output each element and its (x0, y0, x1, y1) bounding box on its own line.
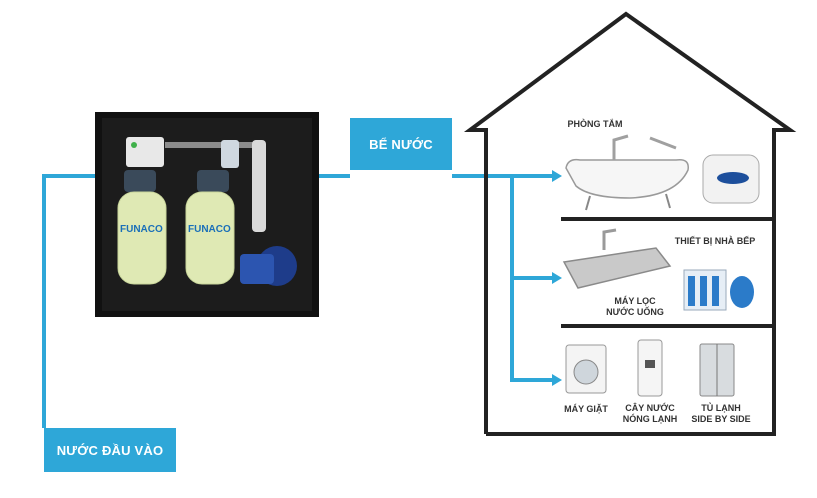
water-pipes (42, 174, 555, 428)
kitchen-fixtures (562, 228, 754, 311)
water-dispenser-tap-icon (645, 360, 655, 368)
sink-faucet-icon (602, 228, 617, 250)
washing-machine-door-icon (573, 359, 599, 385)
water-dispenser-label-line2: NÓNG LẠNH (622, 414, 678, 424)
sink-icon (562, 247, 672, 289)
branch-pipe (510, 176, 555, 382)
brand-logo-right: FUNACO (188, 224, 231, 235)
ro-tank-icon (730, 276, 754, 308)
water-heater-badge-icon (717, 172, 749, 184)
sediment-filter-icon (221, 140, 239, 168)
bathtub-leg-right-icon (665, 193, 671, 209)
water-tank-label: BỂ NƯỚC (350, 118, 452, 170)
washing-machine-label: MÁY GIẶT (564, 404, 608, 414)
input-pipe (42, 174, 98, 428)
bathroom-title: PHÒNG TẮM (567, 119, 623, 129)
shower-head-icon (649, 136, 677, 150)
ro-cartridge-2-icon (700, 276, 707, 306)
water-filter-label-line2: NƯỚC UỐNG (606, 307, 664, 317)
valve-head-left-icon (124, 170, 156, 192)
control-light-icon (131, 142, 137, 148)
bathroom-fixtures (565, 134, 760, 211)
brand-logo-left: FUNACO (120, 224, 163, 235)
arrow-laundry-icon (552, 374, 562, 386)
bathtub-leg-left-icon (585, 195, 591, 211)
fridge-label: TỦ LẠNH SIDE BY SIDE (688, 403, 754, 425)
arrow-kitchen-icon (552, 272, 562, 284)
arrow-bathroom-icon (552, 170, 562, 182)
valve-head-right-icon (197, 170, 229, 192)
ro-cartridge-1-icon (688, 276, 695, 306)
pump-body-icon (240, 254, 274, 284)
appliance-fixtures (565, 339, 735, 397)
water-dispenser-label: CÂY NƯỚC NÓNG LẠNH (620, 403, 680, 425)
house-outline (463, 11, 797, 436)
fridge-label-line1: TỦ LẠNH (701, 403, 741, 413)
water-dispenser-label-line1: CÂY NƯỚC (625, 403, 675, 413)
pipe-manifold-icon (165, 142, 255, 148)
softener-tank-left-icon (117, 191, 167, 285)
faucet-icon (612, 134, 629, 160)
fridge-label-line2: SIDE BY SIDE (691, 414, 751, 424)
filter-cabinet: FUNACO FUNACO (95, 112, 319, 317)
bathtub-icon (565, 158, 689, 199)
control-panel-icon (126, 137, 164, 167)
kitchen-title: THIẾT BỊ NHÀ BẾP (674, 236, 756, 246)
softener-tank-right-icon (185, 191, 235, 285)
uv-filter-icon (252, 140, 266, 232)
pipe-arrows (552, 170, 562, 386)
house (463, 11, 797, 436)
water-filter-label: MÁY LỌC NƯỚC UỐNG (595, 296, 675, 318)
water-input-label: NƯỚC ĐẦU VÀO (44, 428, 176, 472)
water-filter-label-line1: MÁY LỌC (614, 296, 656, 306)
ro-cartridge-3-icon (712, 276, 719, 306)
